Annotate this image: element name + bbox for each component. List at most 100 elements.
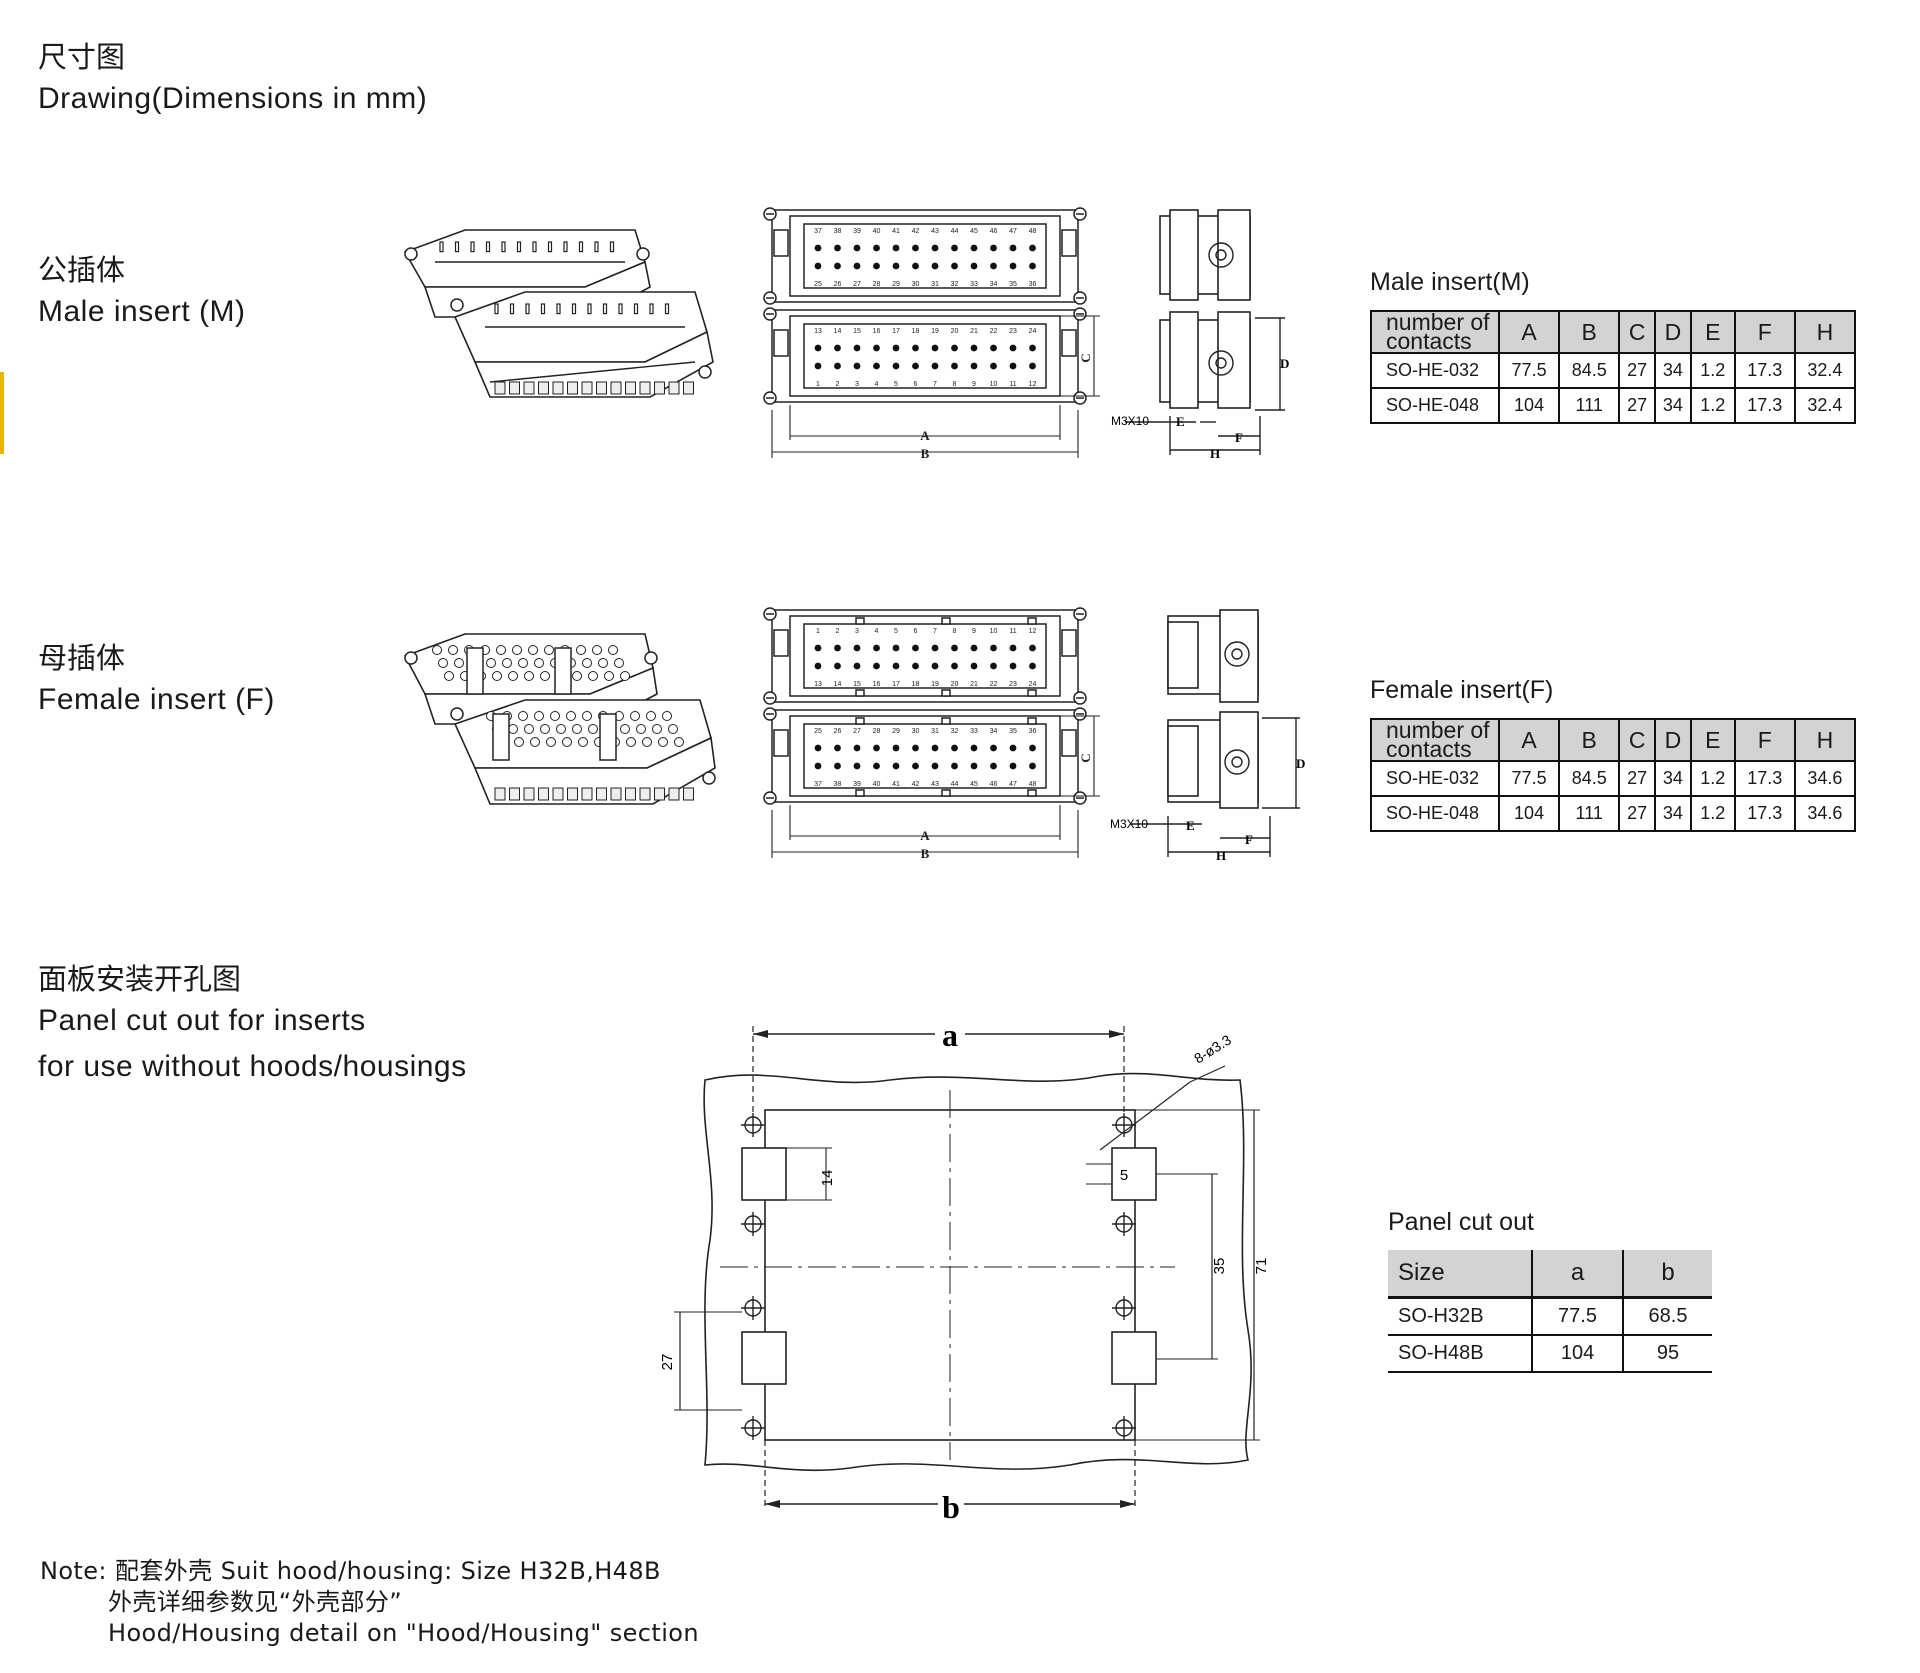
pin-contact: [990, 262, 997, 270]
table-header-contacts: number of contacts: [1370, 310, 1500, 354]
pin-number-label: 6: [914, 381, 918, 388]
pin-number-label: 47: [1009, 781, 1017, 788]
pin-contact: [912, 644, 919, 652]
pin-number-label: 7: [933, 628, 937, 635]
pin-contact: [912, 744, 919, 752]
terminal: [552, 381, 564, 395]
table-cell: 104: [1497, 795, 1561, 832]
pin-contact: [970, 344, 978, 352]
pin-number-label: 11: [1009, 628, 1016, 635]
table-row: SO-HE-048 104 111 27 34 1.2 17.3 34.6: [1370, 795, 1857, 832]
pin-number-label: 24: [1029, 681, 1037, 688]
male-isometric-drawing: [403, 229, 714, 398]
pin-contact: [633, 303, 639, 315]
pin-contact: [470, 241, 475, 253]
pin-number-label: 19: [931, 328, 939, 335]
female-dim-f: F: [1245, 832, 1253, 847]
panel-dim-27: 27: [659, 1354, 676, 1371]
pin-contact: [892, 762, 900, 770]
panel-dim-14: 14: [819, 1170, 836, 1187]
terminal: [639, 787, 651, 801]
pin-number-label: 36: [1029, 281, 1037, 288]
pin-number-label: 43: [931, 228, 939, 235]
pin-number-label: 45: [970, 228, 978, 235]
contact-hole: [588, 724, 598, 734]
pin-contact: [1009, 644, 1017, 652]
dim-c-label: C: [1078, 353, 1093, 362]
panel-title-en-2: for use without hoods/housings: [38, 1050, 467, 1083]
table-row: SO-HE-048 104 111 27 34 1.2 17.3 32.4: [1370, 387, 1857, 424]
pin-contact: [912, 244, 919, 252]
table-cell: 17.3: [1733, 795, 1796, 832]
pin-contact: [873, 762, 880, 770]
pin-number-label: 20: [951, 681, 959, 688]
terminal: [639, 381, 651, 395]
table-header-a: A: [1497, 310, 1561, 354]
pin-contact: [970, 262, 978, 270]
table-cell: 34.6: [1793, 760, 1857, 797]
pin-number-label: 41: [892, 781, 900, 788]
contact-hole: [530, 737, 540, 747]
table-cell: 32.4: [1793, 387, 1857, 424]
pin-number-label: 1: [816, 381, 820, 388]
note-line-1: 配套外壳 Suit hood/housing: Size H32B,H48B: [114, 1557, 661, 1585]
pin-contact: [990, 244, 997, 252]
pin-number-label: 5: [894, 628, 898, 635]
contact-hole: [502, 658, 512, 668]
female-title-en: Female insert (F): [38, 683, 275, 716]
pin-number-label: 35: [1009, 728, 1017, 735]
pin-number-label: 6: [914, 628, 918, 635]
pin-contact: [912, 662, 919, 670]
contact-hole: [674, 737, 684, 747]
contact-hole: [540, 671, 550, 681]
table-cell: 111: [1558, 795, 1621, 832]
terminal: [523, 381, 535, 395]
pin-contact: [814, 762, 822, 770]
panel-dim-5: 5: [1120, 1167, 1128, 1184]
table-cell: 27: [1618, 387, 1657, 424]
pin-contact: [990, 662, 997, 670]
pin-contact: [439, 241, 444, 253]
pin-number-label: 44: [951, 781, 959, 788]
pin-contact: [1029, 262, 1036, 270]
pin-number-label: 1: [816, 628, 820, 635]
table-header-c: C: [1618, 718, 1657, 762]
pin-contact: [525, 303, 530, 315]
pin-number-label: 48: [1029, 781, 1037, 788]
pin-contact: [1009, 244, 1017, 252]
pin-contact: [951, 662, 958, 670]
contact-hole: [662, 711, 672, 721]
pin-contact: [892, 362, 900, 370]
panel-dim-35: 35: [1211, 1258, 1228, 1275]
pin-contact: [834, 662, 841, 670]
pin-contact: [931, 344, 939, 352]
male-side-drawing: M3X10 D E F H: [1111, 209, 1289, 461]
pin-number-label: 9: [972, 628, 976, 635]
terminal: [567, 381, 578, 395]
pin-contact: [892, 244, 900, 252]
contact-hole: [578, 737, 588, 747]
table-cell: 32.4: [1793, 352, 1857, 389]
table-row: SO-H32B 77.5 68.5: [1388, 1297, 1712, 1336]
pin-number-label: 29: [892, 281, 900, 288]
pin-contact: [454, 241, 460, 253]
terminal: [567, 787, 578, 801]
pin-number-label: 27: [853, 281, 861, 288]
pin-number-label: 37: [814, 781, 822, 788]
pin-number-label: 14: [834, 328, 842, 335]
pin-number-label: 4: [875, 381, 879, 388]
table-cell: 27: [1618, 760, 1657, 797]
pin-contact: [1029, 762, 1036, 770]
pin-contact: [609, 241, 615, 253]
pin-contact: [931, 762, 939, 770]
pin-number-label: 28: [873, 728, 881, 735]
pin-number-label: 42: [912, 781, 920, 788]
pin-contact: [834, 262, 841, 270]
contact-hole: [524, 671, 534, 681]
table-header-a: a: [1530, 1250, 1624, 1299]
pin-number-label: 21: [970, 328, 978, 335]
panel-title-en-1: Panel cut out for inserts: [38, 1004, 366, 1037]
pin-contact: [951, 262, 958, 270]
contact-hole: [636, 724, 646, 734]
contact-hole: [540, 724, 550, 734]
